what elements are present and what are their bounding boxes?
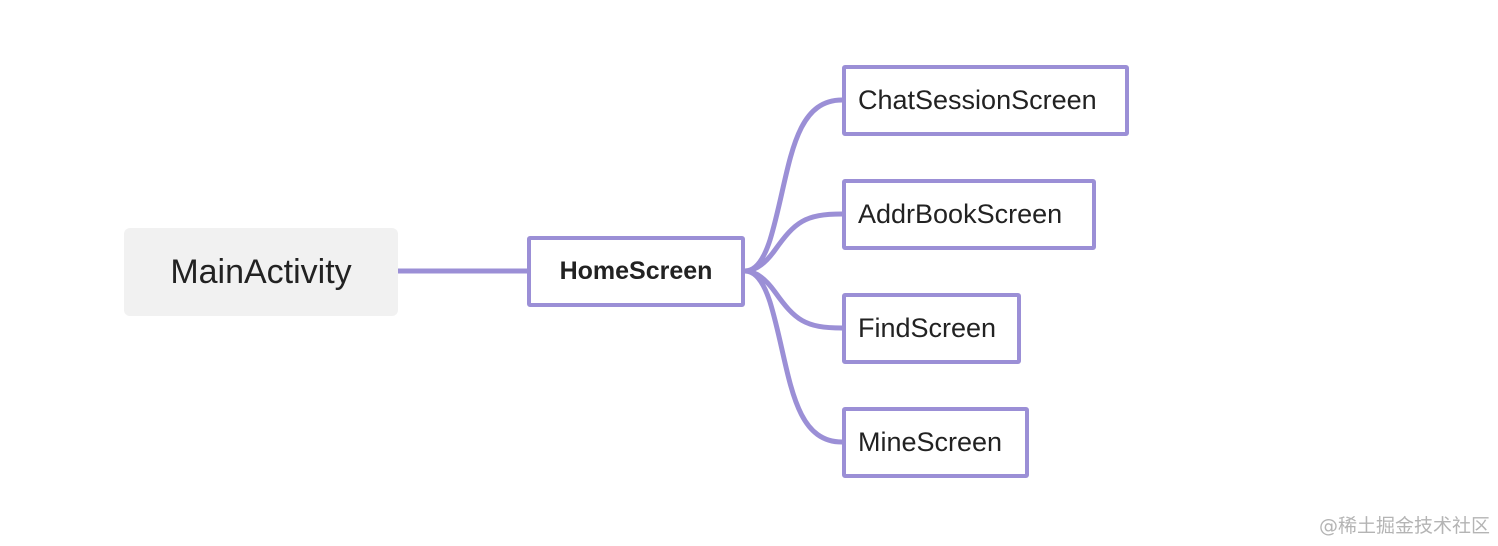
root-node-label: MainActivity (170, 252, 352, 291)
leaf-node-label: AddrBookScreen (858, 199, 1063, 229)
leaf-node-label: MineScreen (858, 427, 1003, 457)
leaf-node-label: ChatSessionScreen (858, 85, 1097, 115)
connector-homescreen-to-minescreen (742, 268, 845, 445)
leaf-node-addrbookscreen[interactable]: AddrBookScreen (842, 179, 1096, 250)
child-node-homescreen[interactable]: HomeScreen (527, 236, 745, 307)
child-node-label: HomeScreen (559, 257, 713, 285)
root-node-mainactivity[interactable]: MainActivity (124, 228, 398, 316)
leaf-node-chatsessionscreen[interactable]: ChatSessionScreen (842, 65, 1129, 136)
connector-homescreen-to-addrbookscreen (742, 211, 845, 274)
leaf-node-findscreen[interactable]: FindScreen (842, 293, 1021, 364)
watermark-text: @稀土掘金技术社区 (1318, 515, 1490, 537)
leaf-node-minescreen[interactable]: MineScreen (842, 407, 1029, 478)
leaf-node-label: FindScreen (858, 313, 997, 343)
connector-homescreen-to-chatsessionscreen (742, 97, 845, 274)
